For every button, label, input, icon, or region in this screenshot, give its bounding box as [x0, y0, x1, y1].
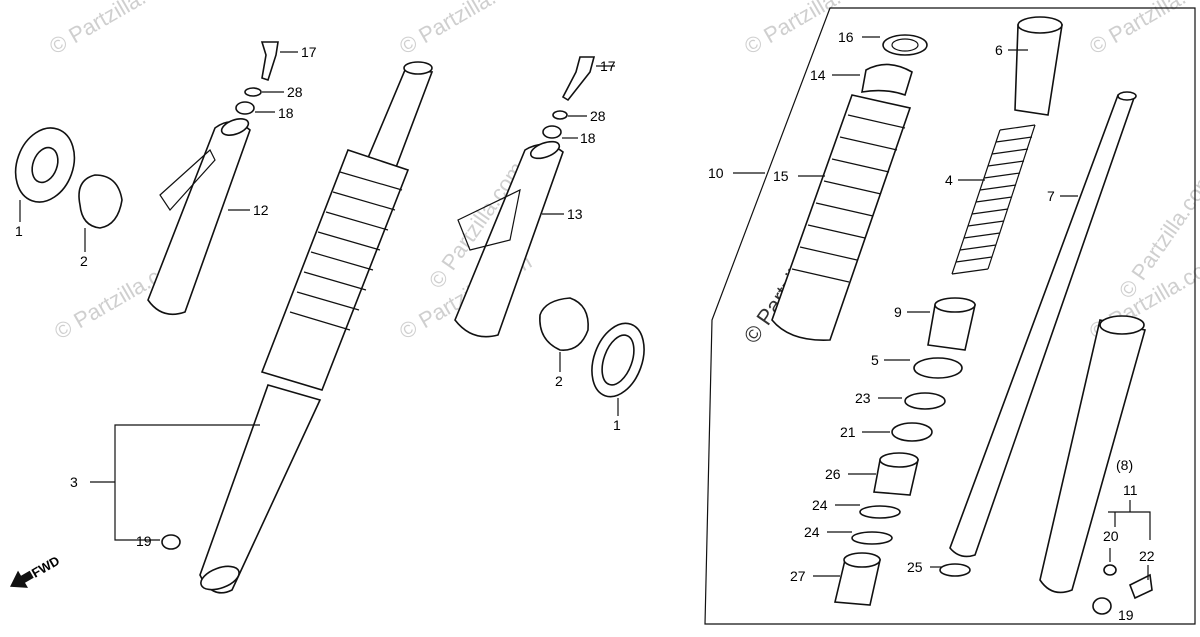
inner-tube-top — [1117, 91, 1137, 101]
reflector-base-part — [78, 174, 123, 229]
fork-spring-part — [951, 124, 1036, 275]
callout-5: 5 — [871, 352, 879, 368]
callout-16: 16 — [838, 29, 854, 45]
left-fork-assembly: 17 28 18 12 1 2 3 19 FWD — [10, 41, 434, 594]
washer-part — [1092, 597, 1112, 615]
headlight-bracket — [159, 149, 216, 211]
callout-25: 25 — [907, 559, 923, 575]
seal-inner — [891, 38, 919, 52]
watermark-text: © Partzilla.com — [740, 0, 881, 59]
reflector-base-part — [539, 297, 589, 351]
fork-boot — [260, 148, 410, 391]
spacer-tube-top — [1017, 16, 1063, 34]
fork-cover-top — [220, 118, 250, 136]
callout-22: 22 — [1139, 548, 1155, 564]
assembly-frame — [704, 7, 1196, 625]
arrow-icon — [10, 570, 34, 588]
drain-bolt-part — [1128, 573, 1153, 600]
callout-21: 21 — [840, 424, 856, 440]
callout-24: 24 — [812, 497, 828, 513]
right-fork-exploded-assembly: 16 14 10 15 6 4 7 9 5 23 21 26 24 24 27 … — [704, 7, 1196, 625]
bushing-top — [934, 297, 976, 313]
middle-fork-cover-assembly: 17 28 18 13 2 1 — [454, 56, 645, 433]
callout-26: 26 — [825, 466, 841, 482]
slider-axle-end — [200, 565, 240, 591]
callout-4: 4 — [945, 172, 953, 188]
guide-tube-top — [843, 552, 881, 568]
callout-28: 28 — [590, 108, 606, 124]
boot-top-part — [861, 63, 913, 97]
dust-boot-part — [771, 94, 912, 341]
washer-part — [244, 87, 262, 97]
circlip-part — [939, 563, 971, 577]
callout-1: 1 — [613, 417, 621, 433]
callout-13: 13 — [567, 206, 583, 222]
fork-cover-top — [529, 140, 561, 160]
callout-18: 18 — [278, 105, 294, 121]
callout-2: 2 — [555, 373, 563, 389]
inner-fork-tube — [363, 69, 434, 171]
collar-top — [879, 452, 919, 468]
circlip-part — [859, 505, 901, 519]
boot-ribs — [289, 171, 403, 331]
callout-1: 1 — [15, 223, 23, 239]
headlight-bracket — [457, 188, 521, 251]
back-up-ring-part — [913, 357, 963, 379]
callout-15: 15 — [773, 168, 789, 184]
callout-2: 2 — [80, 253, 88, 269]
callout-28: 28 — [287, 84, 303, 100]
callout-20: 20 — [1103, 528, 1119, 544]
washer-part — [235, 101, 255, 115]
fork-tube-top — [403, 61, 433, 75]
callout-3: 3 — [70, 474, 78, 490]
spacer-tube-part — [1014, 24, 1063, 116]
reflector-center — [31, 146, 59, 184]
oil-lock-piece-part — [904, 392, 946, 410]
reflector-lens — [601, 334, 635, 386]
fork-slider-part — [1039, 319, 1146, 594]
callout-12: 12 — [253, 202, 269, 218]
callout-11: 11 — [1123, 482, 1138, 498]
bolt-part — [561, 56, 596, 102]
callout-9: 9 — [894, 304, 902, 320]
seal-part — [882, 34, 928, 56]
washer-part — [1103, 564, 1117, 576]
callout-18: 18 — [580, 130, 596, 146]
bolt-part — [260, 41, 279, 82]
callout-23: 23 — [855, 390, 871, 406]
inner-tube-part — [949, 94, 1137, 558]
callout-bracket — [1108, 511, 1151, 540]
washer-part — [552, 110, 568, 120]
washer-part — [542, 125, 562, 139]
callout-17: 17 — [600, 58, 616, 74]
oil-seal-part — [891, 422, 933, 442]
circlip-part — [851, 531, 893, 545]
callout-7: 7 — [1047, 188, 1055, 204]
watermark-text: © Partzilla.com — [1085, 0, 1200, 59]
callout-24: 24 — [804, 524, 820, 540]
callout-19: 19 — [136, 533, 152, 549]
watermark-text: © Partzilla.com — [395, 0, 536, 59]
callout-6: 6 — [995, 42, 1003, 58]
dust-boot-ribs — [791, 114, 906, 283]
forward-direction-indicator: FWD — [10, 553, 62, 588]
washer-part — [161, 534, 181, 550]
callout-17: 17 — [301, 44, 317, 60]
outer-fork-slider — [199, 384, 322, 594]
fwd-label: FWD — [29, 553, 62, 581]
callout-8: (8) — [1116, 457, 1133, 473]
fork-cover-part — [147, 121, 251, 316]
callout-19: 19 — [1118, 607, 1134, 623]
slider-top — [1099, 315, 1145, 335]
callout-10: 10 — [708, 165, 724, 181]
watermark-text: © Partzilla.com — [45, 0, 186, 59]
callout-27: 27 — [790, 568, 806, 584]
callout-14: 14 — [810, 67, 826, 83]
